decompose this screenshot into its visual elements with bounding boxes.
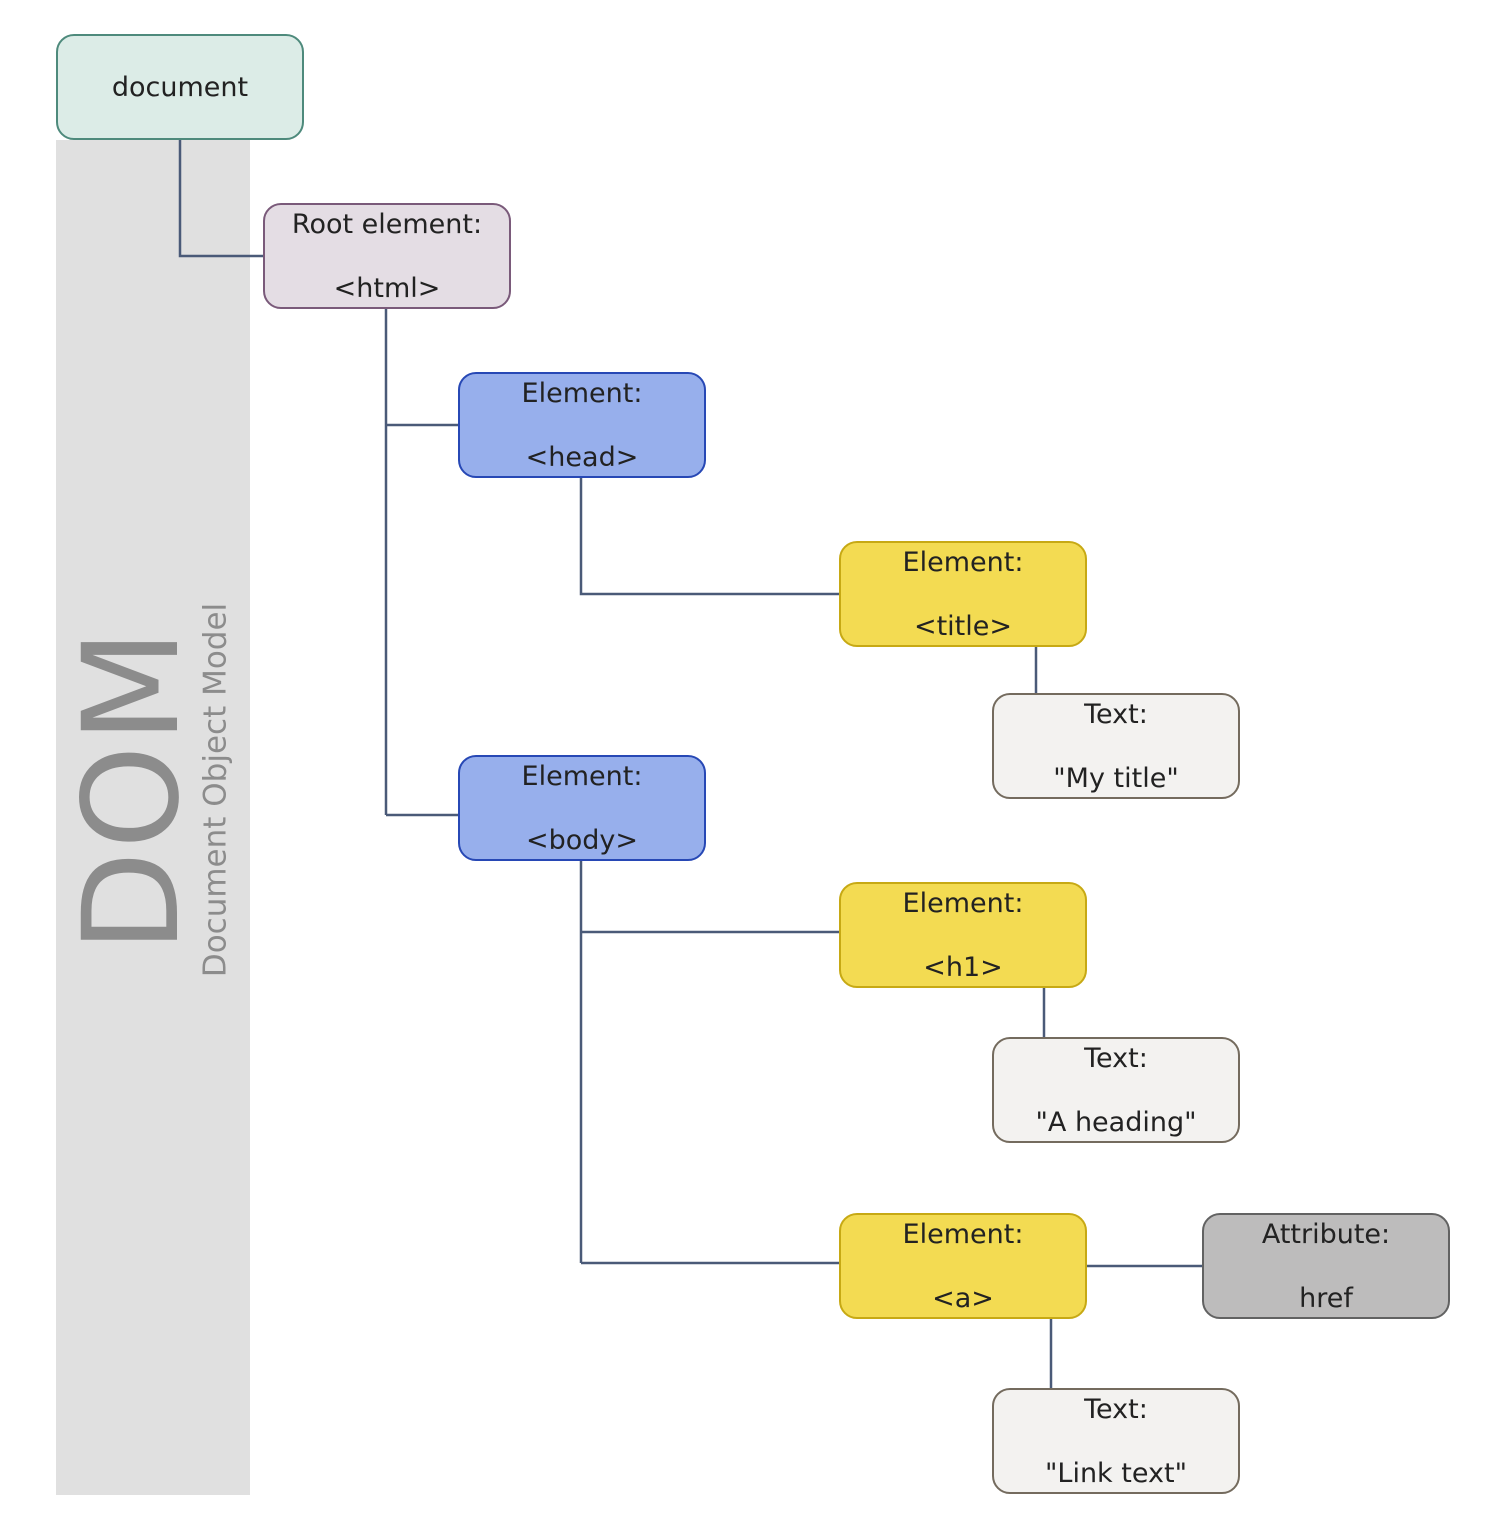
html-root-node: Root element: <html> (263, 203, 511, 309)
a-attribute-node: Attribute: href (1202, 1213, 1450, 1319)
head-node-value: <head> (525, 442, 639, 473)
body-node-value: <body> (525, 825, 639, 856)
attribute-node-value: href (1299, 1283, 1353, 1314)
title-element-node: Element: <title> (839, 541, 1087, 647)
h1-text-value: "A heading" (1035, 1107, 1197, 1138)
a-node-value: <a> (932, 1283, 994, 1314)
h1-text-node: Text: "A heading" (992, 1037, 1240, 1143)
h1-node-value: <h1> (923, 952, 1003, 983)
a-text-value: "Link text" (1044, 1458, 1187, 1489)
h1-node-kind: Element: (902, 888, 1024, 919)
h1-element-node: Element: <h1> (839, 882, 1087, 988)
document-node: document (56, 34, 304, 140)
connector-document-html (178, 140, 263, 258)
a-text-kind: Text: (1084, 1394, 1148, 1425)
h1-text-kind: Text: (1084, 1043, 1148, 1074)
head-node-kind: Element: (521, 378, 643, 409)
title-text-kind: Text: (1084, 699, 1148, 730)
body-node-kind: Element: (521, 761, 643, 792)
dom-side-band (56, 140, 250, 1495)
html-node-value: <html> (333, 273, 441, 304)
title-text-value: "My title" (1053, 763, 1179, 794)
title-node-value: <title> (913, 611, 1013, 642)
attribute-node-kind: Attribute: (1261, 1219, 1391, 1250)
body-element-node: Element: <body> (458, 755, 706, 861)
connector-head-title (579, 478, 839, 596)
title-text-node: Text: "My title" (992, 693, 1240, 799)
a-node-kind: Element: (902, 1219, 1024, 1250)
document-label: document (111, 72, 249, 103)
a-text-node: Text: "Link text" (992, 1388, 1240, 1494)
a-element-node: Element: <a> (839, 1213, 1087, 1319)
html-node-kind: Root element: (291, 209, 483, 240)
head-element-node: Element: <head> (458, 372, 706, 478)
title-node-kind: Element: (902, 547, 1024, 578)
